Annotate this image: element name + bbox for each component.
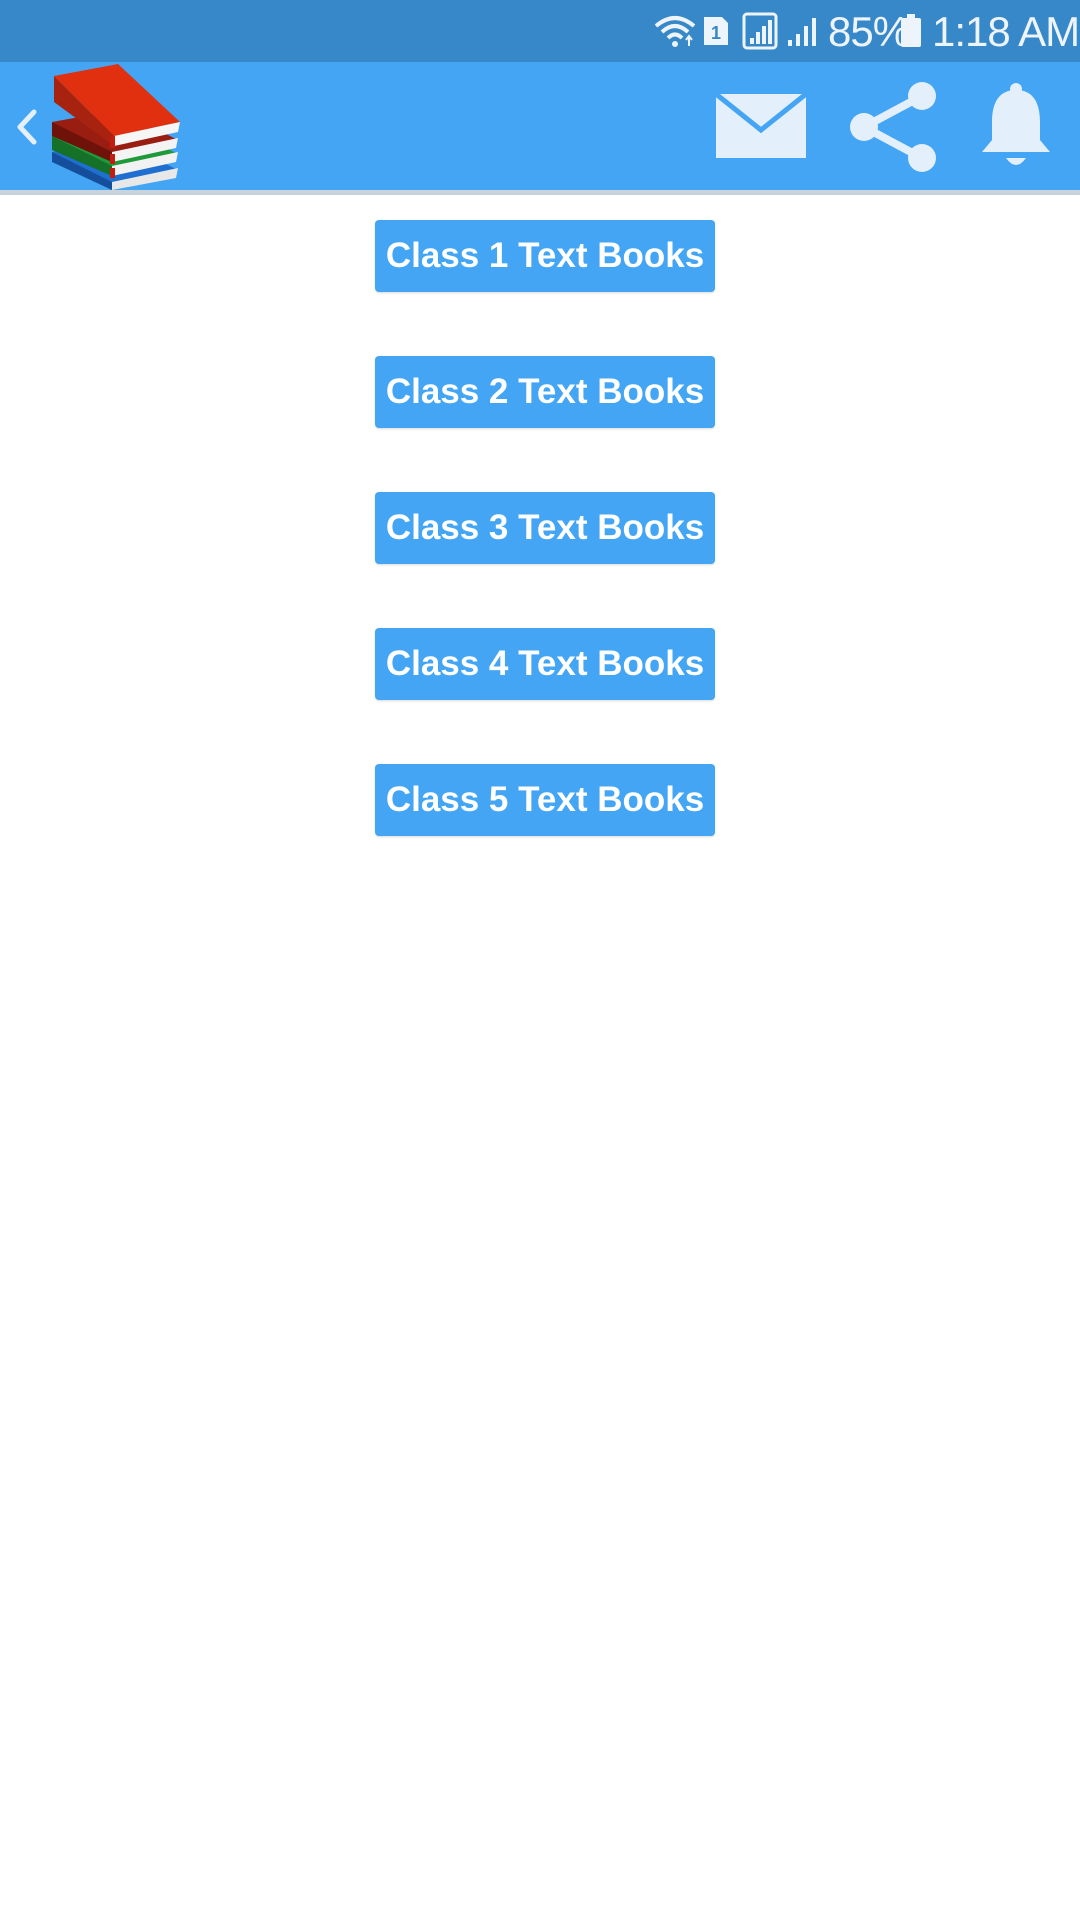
class-1-button[interactable]: Class 1 Text Books <box>375 220 715 292</box>
class-3-button[interactable]: Class 3 Text Books <box>375 492 715 564</box>
sim-slot-label: 1 <box>711 23 721 43</box>
class-5-button[interactable]: Class 5 Text Books <box>375 764 715 836</box>
status-time: 1:18 AM <box>932 8 1080 55</box>
sim-card-icon: 1 <box>704 17 728 45</box>
mail-icon[interactable] <box>714 90 808 162</box>
share-icon[interactable] <box>844 80 940 174</box>
bell-icon[interactable] <box>976 82 1056 172</box>
battery-percent: 85% <box>828 8 910 55</box>
signal-icon <box>788 18 816 46</box>
books-logo-icon <box>52 64 180 190</box>
signal-icon <box>742 12 778 50</box>
app-bar <box>0 62 1080 195</box>
class-list: Class 1 Text Books Class 2 Text Books Cl… <box>0 220 1080 900</box>
back-arrow-icon[interactable] <box>10 102 46 152</box>
battery-icon <box>901 14 921 47</box>
class-2-button[interactable]: Class 2 Text Books <box>375 356 715 428</box>
status-bar: 1 85% 1:18 AM <box>0 0 1080 62</box>
class-4-button[interactable]: Class 4 Text Books <box>375 628 715 700</box>
wifi-icon <box>654 16 696 47</box>
